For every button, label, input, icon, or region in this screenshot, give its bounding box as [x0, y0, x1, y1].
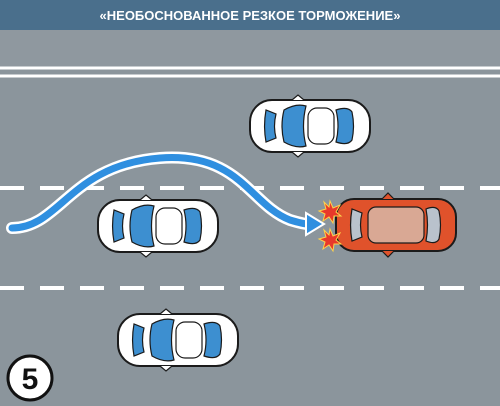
- car-braking: [335, 192, 457, 258]
- car-lane-changing: [97, 194, 219, 258]
- figure-number: 5: [22, 363, 39, 396]
- title-band: [0, 0, 500, 30]
- road-shoulder: [0, 30, 500, 70]
- car-top-lane: [249, 94, 371, 158]
- figure-number-badge: 5: [6, 354, 54, 402]
- diagram-title: «НЕОБОСНОВАННОЕ РЕЗКОЕ ТОРМОЖЕНИЕ»: [100, 8, 401, 23]
- curved-lane-change-arrow-icon: [6, 151, 326, 237]
- car-bottom-lane: [117, 308, 239, 372]
